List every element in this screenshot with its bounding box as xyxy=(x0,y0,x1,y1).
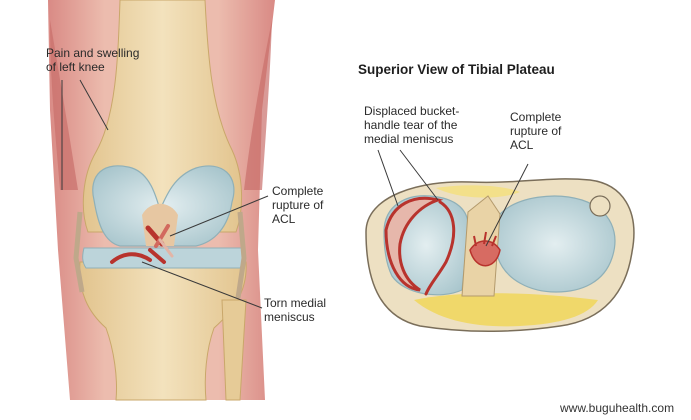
bucket-line-3: medial meniscus xyxy=(364,132,454,146)
meniscus-leader-line xyxy=(141,261,263,309)
acl-rupture-label-right: Complete rupture of ACL xyxy=(510,110,561,152)
pain-swelling-label: Pain and swelling of left knee xyxy=(46,46,139,74)
lateral-plateau xyxy=(494,195,616,293)
bucket-line-2: handle tear of the xyxy=(364,118,458,132)
acl-right-line-1: Complete xyxy=(510,110,562,124)
acl-right-leader-line xyxy=(485,163,529,247)
torn-meniscus-label: Torn medial meniscus xyxy=(264,296,326,324)
acl-leader-line xyxy=(169,195,269,237)
meniscus-line-2: meniscus xyxy=(264,310,315,324)
pain-label-line-1: Pain and swelling xyxy=(46,46,140,60)
intercondylar-notch xyxy=(142,203,178,246)
fibula xyxy=(221,299,247,401)
torn-acl xyxy=(145,224,174,264)
torn-medial-meniscus xyxy=(110,252,152,264)
acl-rupture-label-left: Complete rupture of ACL xyxy=(272,184,323,226)
bucket-leader-line xyxy=(377,149,439,207)
meniscus-line-1: Torn medial xyxy=(264,296,327,310)
fibular-head xyxy=(589,195,611,217)
acl-stump xyxy=(469,231,501,267)
acl-right-line-3: ACL xyxy=(510,138,534,152)
bucket-handle-label: Displaced bucket- handle tear of the med… xyxy=(364,104,459,146)
bucket-handle-tear xyxy=(384,196,444,292)
displaced-meniscus-fragment xyxy=(424,200,456,296)
lateral-collateral-ligament xyxy=(235,211,247,299)
knee-front-view xyxy=(48,0,275,401)
acl-right-line-2: rupture of xyxy=(510,124,562,138)
watermark-text: www.buguhealth.com xyxy=(560,401,675,415)
acl-left-line-2: rupture of xyxy=(272,198,324,212)
fat-pad-bottom xyxy=(414,293,598,327)
pain-leader-line xyxy=(61,79,109,190)
pain-label-line-2: of left knee xyxy=(46,60,105,74)
thigh-muscle-right xyxy=(244,20,272,190)
acl-left-line-3: ACL xyxy=(272,212,296,226)
tibial-plateau-title: Superior View of Tibial Plateau xyxy=(358,62,555,77)
tibial-plateau-view xyxy=(365,149,635,332)
fat-pad-top xyxy=(436,185,520,198)
thigh-muscle xyxy=(50,20,78,190)
medial-collateral-ligament xyxy=(73,211,85,293)
bucket-line-1: Displaced bucket- xyxy=(364,104,460,118)
acl-left-line-1: Complete xyxy=(272,184,324,198)
tibial-cartilage xyxy=(82,247,244,269)
